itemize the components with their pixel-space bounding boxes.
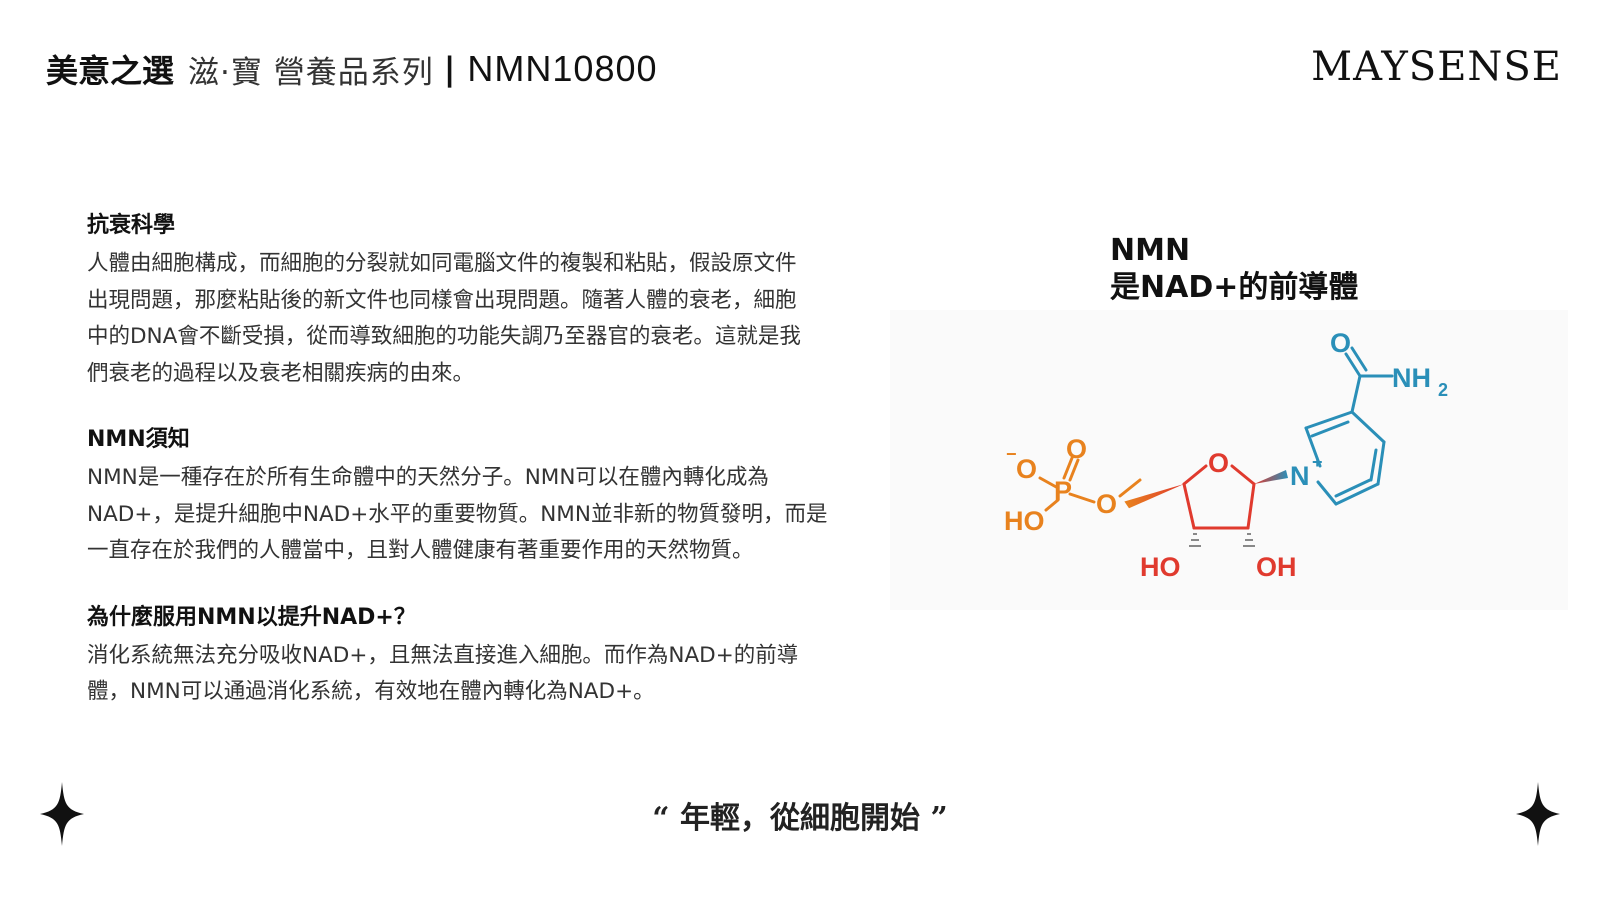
nitrogen-label: N [1290, 461, 1310, 491]
section-body: 消化系統無法充分吸收NAD+，且無法直接進入細胞。而作為NAD+的前導 體，NM… [87, 638, 927, 711]
body-line: 體，NMN可以通過消化系統，有效地在體內轉化為NAD+。 [87, 679, 655, 704]
hydroxyl-right-label: OH [1256, 552, 1297, 582]
sparkle-star-icon [1516, 782, 1560, 846]
amine-subscript: 2 [1438, 380, 1448, 400]
body-line: 人體由細胞構成，而細胞的分裂就如同電腦文件的複製和粘貼，假設原文件 [87, 251, 797, 276]
molecule-background [890, 310, 1568, 610]
ester-oxygen-label: O [1096, 489, 1117, 519]
body-line: NMN是一種存在於所有生命體中的天然分子。NMN可以在體內轉化成為 [87, 465, 769, 490]
section-body: NMN是一種存在於所有生命體中的天然分子。NMN可以在體內轉化成為 NAD+，是… [87, 460, 927, 570]
body-line: 出現問題，那麼粘貼後的新文件也同樣會出現問題。隨著人體的衰老，細胞 [87, 287, 797, 313]
main-content: 抗衰科學 人體由細胞構成，而細胞的分裂就如同電腦文件的複製和粘貼，假設原文件 出… [87, 210, 927, 743]
phosphate-bonds [1038, 456, 1142, 512]
body-line: 中的DNA會不斷受損，從而導致細胞的功能失調乃至器官的衰老。這就是我 [87, 324, 801, 349]
header-separator: | [443, 50, 456, 88]
product-code: NMN10800 [467, 48, 658, 89]
sparkle-star-icon [40, 782, 84, 846]
phosphate-charge: − [1006, 444, 1017, 464]
maysense-logo: MAYSENSE [1311, 44, 1562, 90]
nmn-molecule-structure: O NH 2 N + O O O − P HO O HO OH [1004, 328, 1448, 582]
section-body: 人體由細胞構成，而細胞的分裂就如同電腦文件的複製和粘貼，假設原文件 出現問題，那… [87, 246, 927, 392]
pyridinium-ring [1304, 346, 1394, 506]
section-heading: 抗衰科學 [87, 213, 176, 238]
phosphate-hydroxyl-label: HO [1004, 506, 1045, 536]
section-heading: 為什麼服用NMN以提升NAD+？ [87, 604, 416, 630]
c4-wedge [1124, 484, 1184, 509]
hydroxyl-left-label: HO [1140, 552, 1181, 582]
phosphate-oxygen-top: O [1066, 434, 1087, 464]
brand-name: 美意之選 [46, 52, 175, 90]
product-series: 滋·寶 營養品系列 [188, 54, 434, 91]
ribose-ring [1182, 464, 1256, 530]
ring-oxygen-label: O [1208, 448, 1229, 478]
phosphate-oxygen-minus: O [1016, 454, 1037, 484]
amine-label: NH [1392, 363, 1431, 393]
body-line: 消化系統無法充分吸收NAD+，且無法直接進入細胞。而作為NAD+的前導 [87, 642, 799, 668]
molecule-title: NMN 是NAD+的前導體 [1110, 232, 1358, 306]
molecule-title-line1: NMN [1110, 233, 1191, 268]
header: 美意之選 滋·寶 營養品系列 | NMN10800 [46, 44, 658, 94]
molecule-title-line2: 是NAD+的前導體 [1110, 270, 1359, 305]
body-line: NAD+，是提升細胞中NAD+水平的重要物質。NMN並非新的物質發明，而是 [87, 501, 828, 527]
body-line: 們衰老的過程以及衰老相關疾病的由來。 [87, 360, 475, 386]
phosphorus-label: P [1054, 476, 1072, 506]
body-line: 一直存在於我們的人體當中，且對人體健康有著重要作用的天然物質。 [87, 538, 754, 563]
section-why-nmn: 為什麼服用NMN以提升NAD+？ 消化系統無法充分吸收NAD+，且無法直接進入細… [87, 602, 927, 711]
tagline-quote: “ 年輕，從細胞開始 ” [652, 801, 948, 836]
carbonyl-oxygen-label: O [1330, 328, 1351, 358]
glycosidic-wedge [1254, 470, 1288, 484]
hashed-bonds [1189, 533, 1255, 547]
nitrogen-charge: + [1312, 452, 1323, 472]
section-heading: NMN須知 [87, 427, 190, 452]
section-anti-aging: 抗衰科學 人體由細胞構成，而細胞的分裂就如同電腦文件的複製和粘貼，假設原文件 出… [87, 210, 927, 392]
section-nmn-info: NMN須知 NMN是一種存在於所有生命體中的天然分子。NMN可以在體內轉化成為 … [87, 424, 927, 570]
